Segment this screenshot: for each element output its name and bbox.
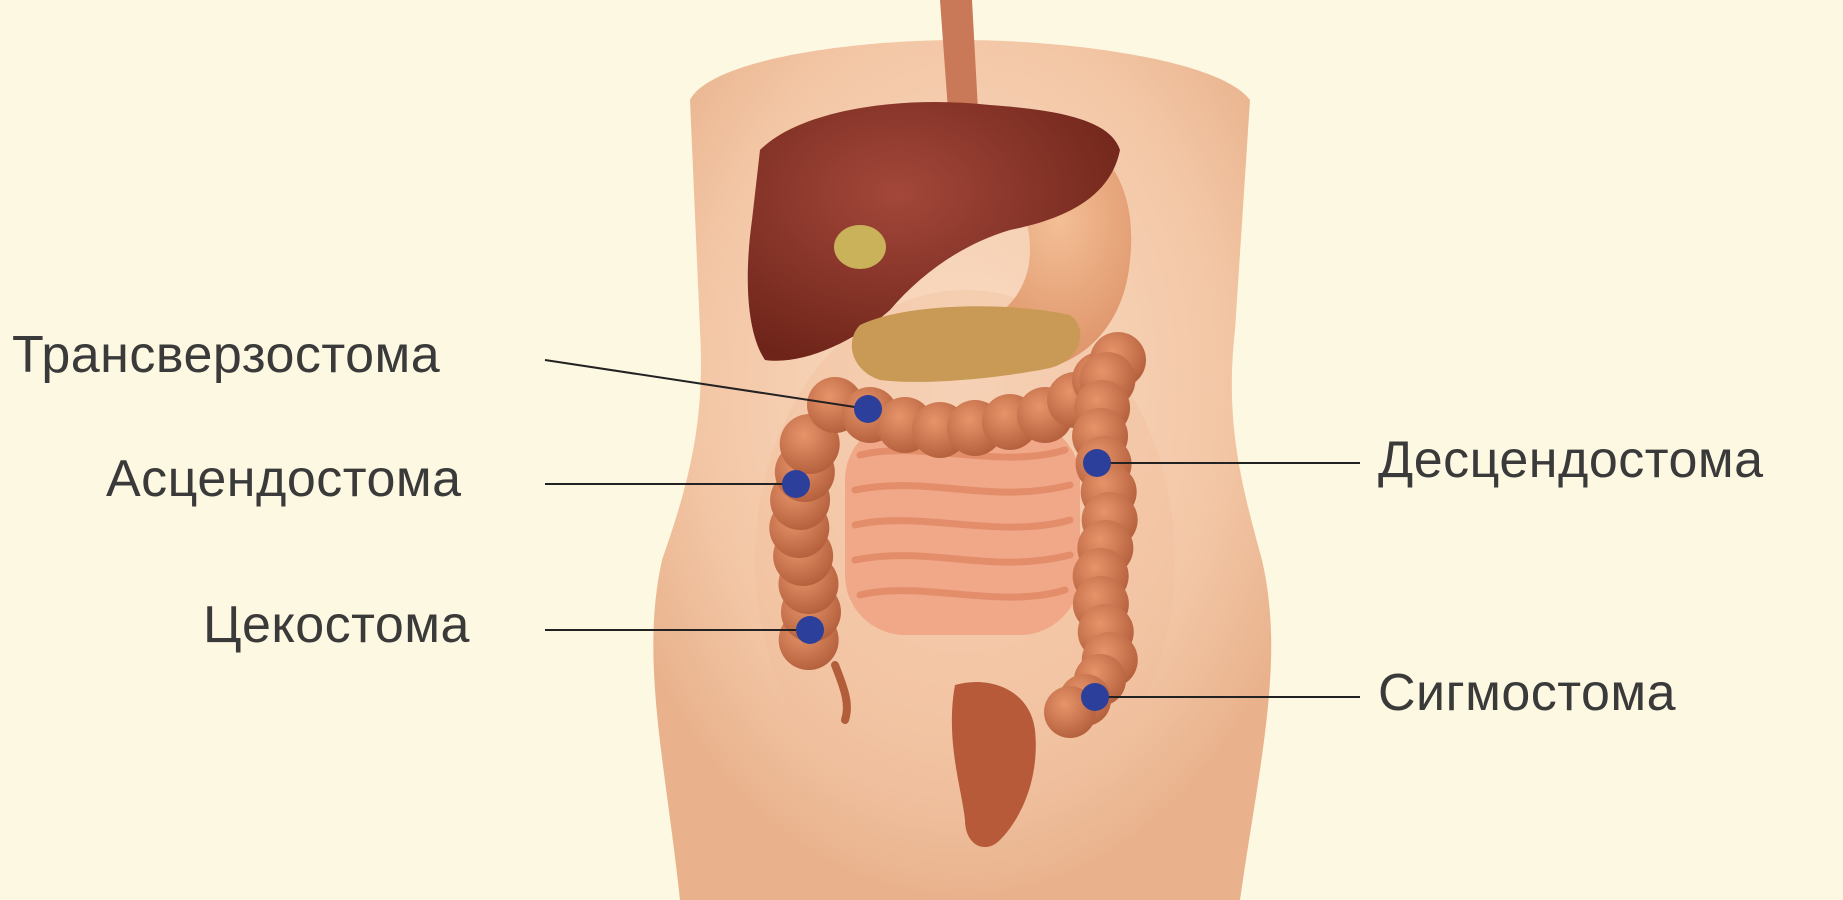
label-cecum-stoma: Цекостома [203,595,470,655]
label-ascending-stoma: Асцендостома [106,449,462,509]
stoma-marker-icon [782,470,810,498]
label-sigmoid-stoma: Сигмостома [1378,663,1676,723]
label-transverse-stoma: Трансверзостома [12,325,440,385]
stoma-marker-icon [854,395,882,423]
label-descending-stoma: Десцендостома [1378,430,1764,490]
gallbladder [834,225,886,269]
stoma-marker-icon [1081,683,1109,711]
stoma-marker-icon [796,616,824,644]
stoma-marker-icon [1083,449,1111,477]
